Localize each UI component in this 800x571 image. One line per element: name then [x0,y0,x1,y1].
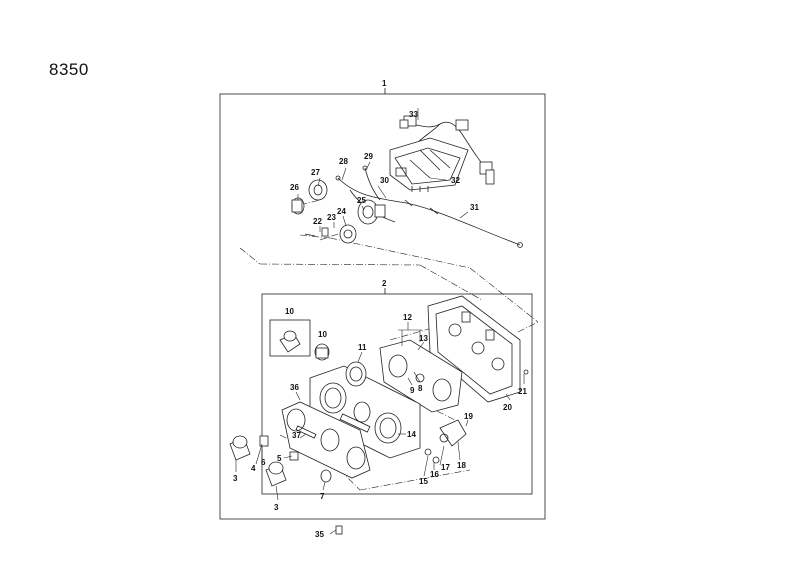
callout-7: 7 [320,492,325,501]
callout-labels: 1 2 33 28 29 27 26 30 32 25 24 23 22 31 … [233,79,527,539]
callout-18: 18 [457,461,466,470]
callout-21: 21 [518,387,527,396]
callout-13: 13 [419,334,428,343]
callout-30: 30 [380,176,389,185]
callout-10-left: 10 [285,307,294,316]
callout-3-left: 3 [233,474,238,483]
callout-27: 27 [311,168,320,177]
wiring-harness [399,115,495,185]
callout-35: 35 [315,530,324,539]
callout-19: 19 [464,412,473,421]
callout-32: 32 [451,176,460,185]
callout-31: 31 [470,203,479,212]
diagram-code: 8350 [49,60,89,79]
callout-14: 14 [407,430,416,439]
bezel [281,401,371,479]
callout-33: 33 [409,110,418,119]
callout-4: 4 [251,464,256,473]
callout-17: 17 [441,463,450,472]
callout-36: 36 [290,383,299,392]
assembly-label: 1 [382,79,387,88]
callout-6: 6 [261,458,266,467]
subassembly-frame [261,293,533,495]
callout-37: 37 [292,431,301,440]
callout-20: 20 [503,403,512,412]
callout-24: 24 [337,207,346,216]
callout-25: 25 [357,196,366,205]
callout-9: 9 [410,386,415,395]
front-panel [309,365,421,459]
callout-29: 29 [364,152,373,161]
callout-16: 16 [430,470,439,479]
callout-26: 26 [290,183,299,192]
callout-8: 8 [418,384,423,393]
callout-15: 15 [419,477,428,486]
callout-23: 23 [327,213,336,222]
subassembly-label: 2 [382,279,387,288]
callout-22: 22 [313,217,322,226]
callout-12: 12 [403,313,412,322]
control-module [389,137,469,192]
callout-28: 28 [339,157,348,166]
callout-10-right: 10 [318,330,327,339]
assembly-frame [219,93,546,520]
gasket-plate [379,339,463,413]
callout-11: 11 [358,343,367,352]
callout-3-right: 3 [274,503,279,512]
callout-5: 5 [277,454,282,463]
